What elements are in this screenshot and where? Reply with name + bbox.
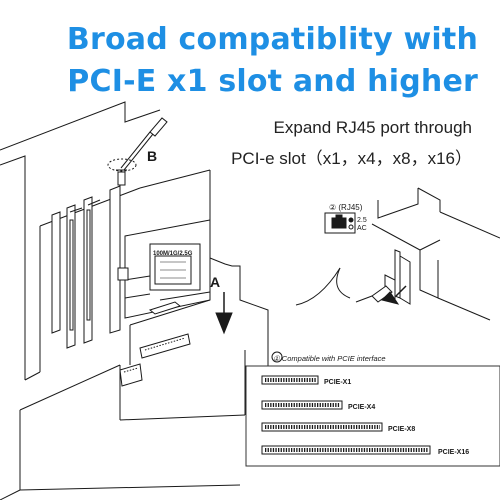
slot-label-x16: PCIE-X16 [438,449,469,456]
screwdriver-icon [107,117,168,186]
headline-line-1: Broad compatiblity with [66,22,478,57]
compat-panel [245,351,500,467]
callout-lines [209,257,269,368]
card-label: 100M/1G/2.5G [153,251,193,257]
rj45-step-label: ② (RJ45) [329,203,363,212]
slot-brackets [51,185,121,349]
led-ac-label: AC [357,225,367,232]
led-25-label: 2.5 [357,217,367,224]
motherboard-slots [119,301,191,387]
subtitle-line-1: Expand RJ45 port through [273,118,472,137]
slot-pcie-x4-graphic [261,400,343,410]
callout-a: A [210,274,220,290]
compat-panel-title: ① Compatible with PCIE interface [273,354,386,363]
slot-label-x8: PCIE-X8 [388,426,415,433]
slot-label-x4: PCIE-X4 [348,404,375,411]
rj45-inset [295,187,500,321]
callout-b: B [147,148,157,164]
subtitle-line-2: PCI-e slot（x1，x4，x8，x16） [231,149,472,168]
network-card [117,219,211,319]
slot-label-x1: PCIE-X1 [324,379,351,386]
chassis-outline [0,101,246,500]
headline-line-2: PCI-E x1 slot and higher [67,64,478,99]
slot-pcie-x1-graphic [261,375,319,385]
rj45-port-icon [324,212,356,234]
insert-arrow [215,292,233,335]
slot-pcie-x8-graphic [261,422,383,432]
slot-pcie-x16-graphic [261,445,431,455]
